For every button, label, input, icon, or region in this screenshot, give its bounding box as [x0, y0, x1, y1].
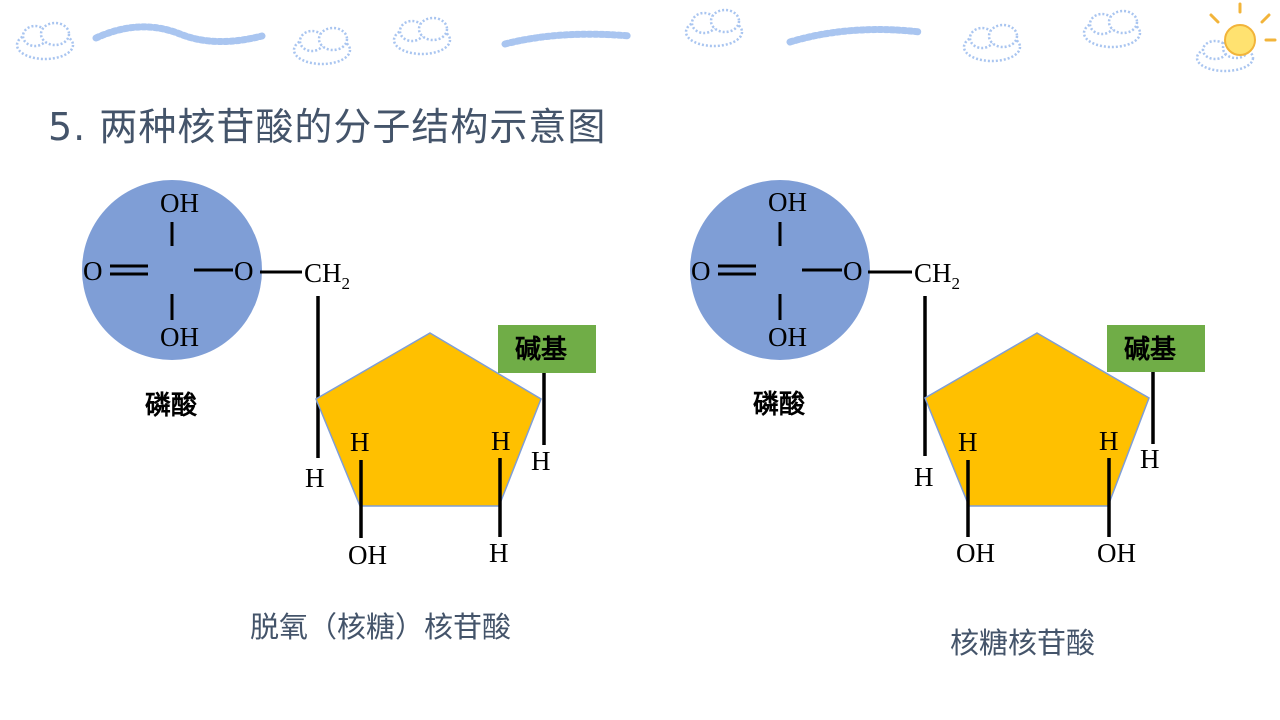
cloud-icon	[962, 23, 1022, 63]
cloud-icon	[15, 21, 75, 61]
base-label: 碱基	[1124, 335, 1177, 365]
cloud-streak-icon	[501, 30, 634, 48]
cloud-icon	[1082, 9, 1142, 49]
o-left-label: O	[691, 256, 711, 286]
cloud-border	[15, 2, 1277, 73]
oh-c3-label: OH	[956, 538, 995, 568]
o-right-label: O	[234, 256, 254, 286]
ribonucleotide-caption: 核糖核苷酸	[950, 626, 1096, 660]
cloud-icon	[684, 8, 744, 48]
h-base-label: H	[531, 446, 551, 476]
h-c2-top-label: H	[1099, 426, 1119, 456]
deoxyribonucleotide-diagram: OH O O OH CH2 磷酸 碱基 H H H OH H H	[82, 180, 596, 570]
deoxyribonucleotide-caption: 脱氧（核糖）核苷酸	[250, 610, 512, 644]
h-c1-label: H	[305, 463, 325, 493]
o-left-label: O	[83, 256, 103, 286]
phosphate-label: 磷酸	[145, 391, 198, 421]
cloud-icon	[292, 26, 352, 66]
ch2-label: CH2	[304, 258, 350, 293]
base-box	[1107, 325, 1205, 372]
c2-bottom-label: OH	[1097, 538, 1136, 568]
oh-bottom-label: OH	[160, 322, 199, 352]
h-c3-top-label: H	[958, 427, 978, 457]
phosphate-label: 磷酸	[753, 390, 806, 420]
c2-bottom-label: H	[489, 538, 509, 568]
base-label: 碱基	[515, 335, 568, 365]
h-c3-top-label: H	[350, 427, 370, 457]
oh-bottom-label: OH	[768, 322, 807, 352]
h-c1-label: H	[914, 462, 934, 492]
ribose-pentagon	[924, 332, 1150, 507]
h-c2-top-label: H	[491, 426, 511, 456]
cloud-streak-icon	[786, 26, 924, 46]
cloud-streak-icon	[92, 23, 266, 45]
ch2-label: CH2	[914, 258, 960, 293]
oh-c3-label: OH	[348, 540, 387, 570]
o-right-label: O	[843, 256, 863, 286]
base-box	[498, 325, 596, 373]
deoxyribose-pentagon	[315, 332, 542, 507]
phosphate-circle	[690, 180, 870, 360]
h-base-label: H	[1140, 444, 1160, 474]
sun-icon	[1209, 2, 1277, 56]
phosphate-circle	[82, 180, 262, 360]
oh-top-label: OH	[768, 187, 807, 217]
cloud-icon	[392, 16, 452, 56]
ribonucleotide-diagram: OH O O OH CH2 磷酸 碱基 H H H OH H OH	[690, 180, 1205, 568]
oh-top-label: OH	[160, 188, 199, 218]
page-title: 5. 两种核苷酸的分子结构示意图	[48, 105, 607, 149]
